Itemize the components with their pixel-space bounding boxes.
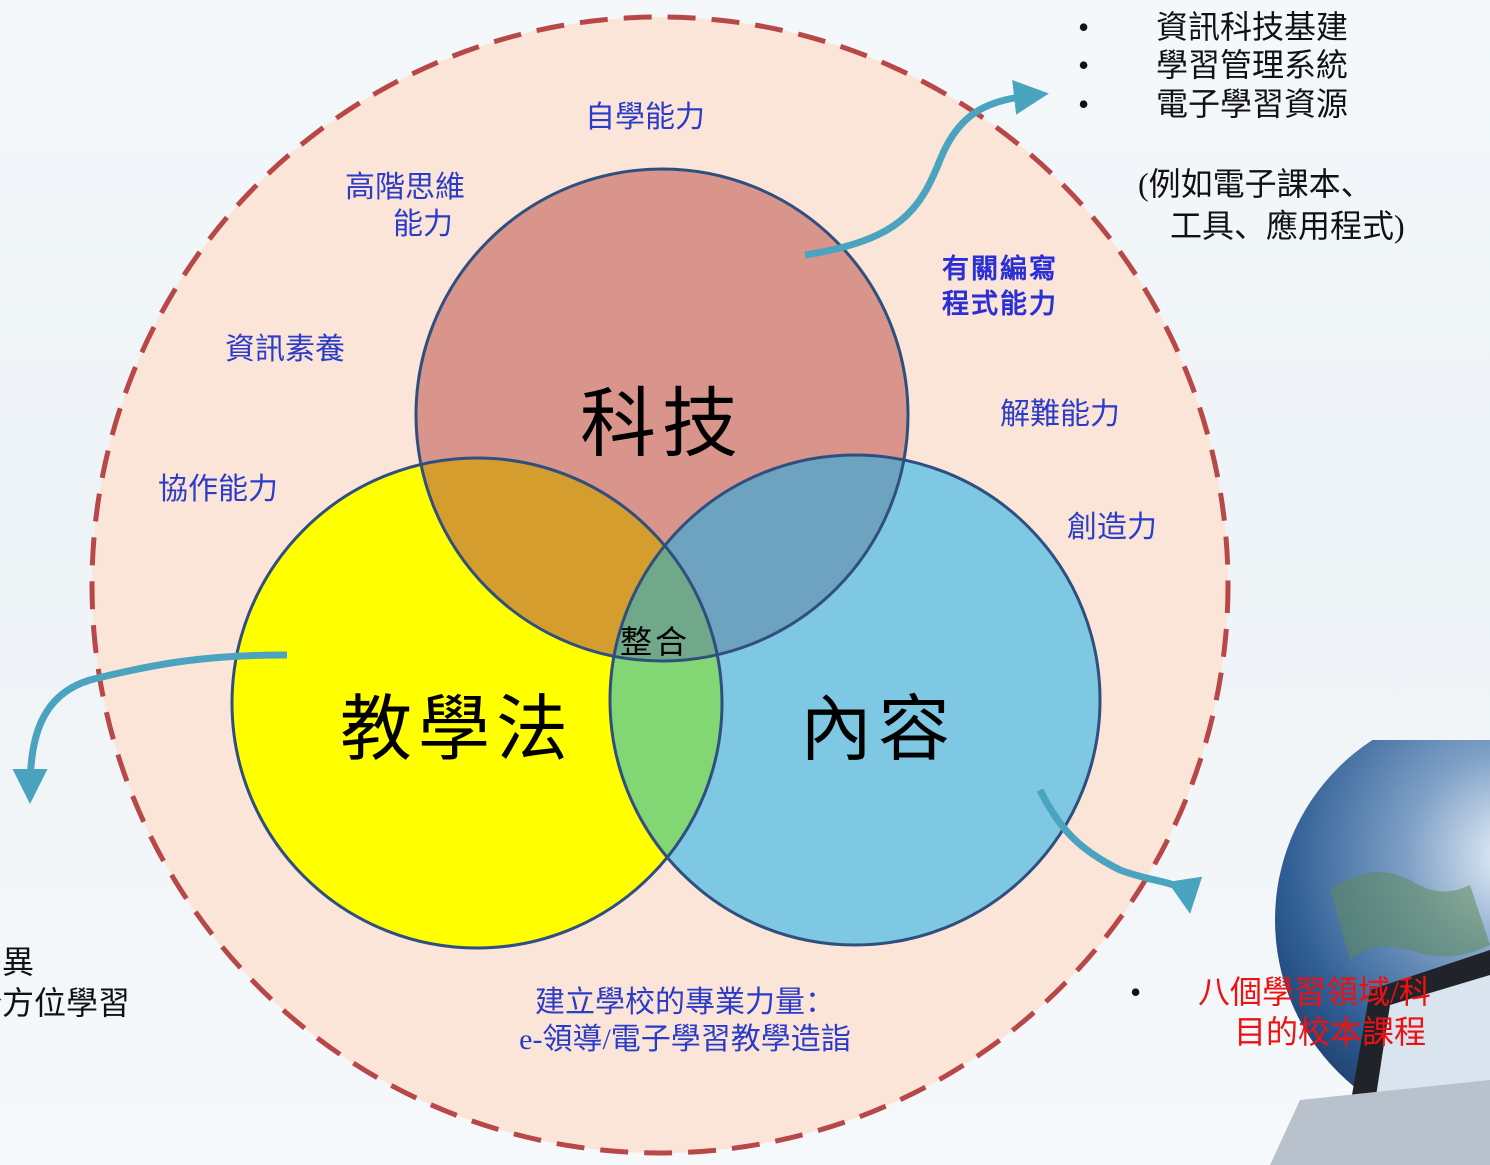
skill-information-literacy: 資訊素養 <box>225 333 345 366</box>
pedagogy-arrow <box>12 651 288 804</box>
content-note-line1: 八個學習領域/科 <box>1198 974 1431 1010</box>
integration-label: 整合 <box>620 623 691 661</box>
content-note-line2: 目的校本課程 <box>1234 1014 1427 1050</box>
school-capacity-line2: e-領導/電子學習教學造詣 <box>519 1022 851 1056</box>
technology-pedagogy-overlap <box>416 458 722 661</box>
content-arrow <box>1036 788 1203 914</box>
technology-note-line2: 工具、應用程式) <box>1170 208 1405 244</box>
skill-coding-line1: 有關編寫 <box>942 254 1058 285</box>
list-item: 資訊科技基建 <box>1078 8 1348 47</box>
technology-arrow <box>804 79 1049 259</box>
skill-self-learning: 自學能力 <box>585 101 705 134</box>
school-capacity-text: 建立學校的專業力量： e-領導/電子學習教學造詣 <box>430 985 940 1058</box>
school-capacity-line1: 建立學校的專業力量： <box>535 986 835 1019</box>
list-item: 學習管理系統 <box>1078 46 1348 85</box>
technology-label: 科技 <box>580 379 744 468</box>
pedagogy-note-line1: 差異 <box>0 944 35 980</box>
content-label: 內容 <box>800 687 957 771</box>
technology-content-overlap <box>610 455 908 661</box>
globe-laptop-image <box>1270 740 1490 1165</box>
skill-coding-line2: 程式能力 <box>942 289 1058 321</box>
skill-higher-order-line1: 高階思維 <box>345 171 465 204</box>
content-bullet: • <box>1130 974 1142 1010</box>
list-item: 電子學習資源 <box>1078 85 1348 124</box>
skill-higher-order-line2: 能力 <box>393 207 453 241</box>
technology-list: 資訊科技基建 學習管理系統 電子學習資源 <box>1078 8 1348 124</box>
skill-creativity: 創造力 <box>1067 511 1157 544</box>
pedagogy-label: 教學法 <box>340 687 575 771</box>
skill-higher-order-thinking: 高階思維 能力 <box>330 170 480 243</box>
skill-problem-solving: 解難能力 <box>1000 398 1120 431</box>
pedagogy-note-line2: 全方位學習 <box>0 985 131 1021</box>
skill-coding: 有關編寫 程式能力 <box>942 252 1058 322</box>
technology-note-line1: (例如電子課本、 <box>1138 166 1373 202</box>
skill-collaboration: 協作能力 <box>158 473 278 506</box>
